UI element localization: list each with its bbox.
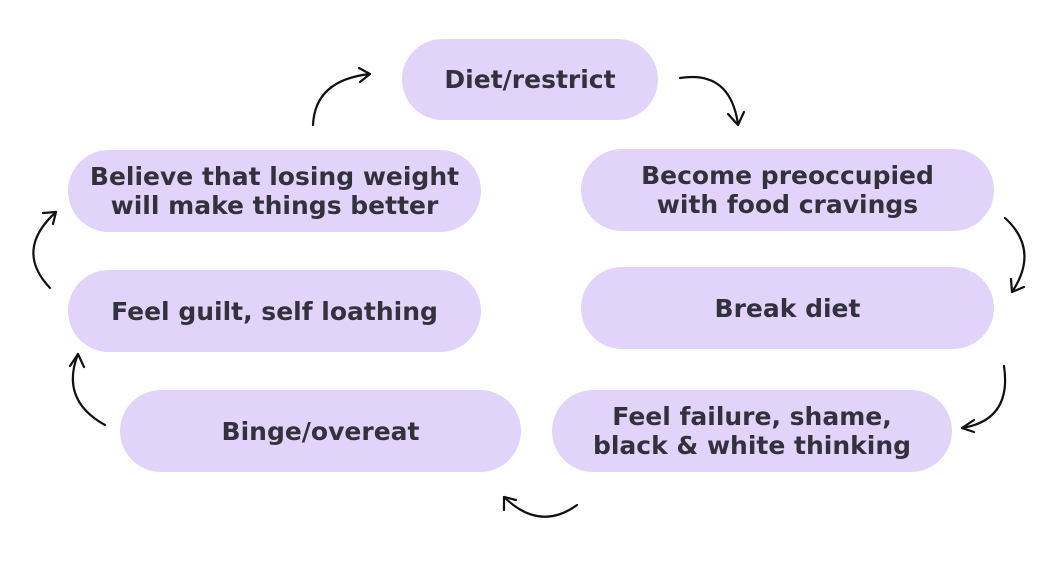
arrow-failure-to-binge bbox=[502, 495, 579, 518]
node-feel-failure-line-1: Feel failure, shame, bbox=[612, 402, 892, 431]
node-become-preoccupied-line-2: with food cravings bbox=[656, 190, 919, 219]
node-binge-overeat-line-1: Binge/overeat bbox=[221, 416, 420, 446]
node-diet-restrict-line-1: Diet/restrict bbox=[444, 65, 616, 94]
node-become-preoccupied-line-1: Become preoccupied bbox=[641, 161, 934, 190]
arrow-binge-to-guilt bbox=[68, 352, 107, 427]
node-binge-overeat: Binge/overeat bbox=[120, 390, 521, 472]
node-diet-restrict: Diet/restrict bbox=[402, 39, 658, 120]
node-feel-failure-line-2: black & white thinking bbox=[592, 431, 912, 460]
arrow-preoccupied-to-break bbox=[1003, 216, 1026, 294]
node-feel-guilt-line-1: Feel guilt, self loathing bbox=[111, 296, 438, 326]
node-believe-losing-weight-line-2: will make things better bbox=[110, 191, 439, 220]
arrow-guilt-to-believe bbox=[32, 210, 58, 290]
node-feel-failure: Feel failure, shame, black & white think… bbox=[552, 390, 952, 472]
arrow-break-to-failure bbox=[960, 364, 1007, 434]
node-feel-guilt: Feel guilt, self loathing bbox=[68, 270, 481, 352]
node-believe-losing-weight: Believe that losing weight will make thi… bbox=[68, 150, 481, 232]
node-believe-losing-weight-line-1: Believe that losing weight bbox=[89, 162, 460, 191]
arrow-diet-to-preoccupied bbox=[678, 75, 746, 127]
node-become-preoccupied: Become preoccupied with food cravings bbox=[581, 149, 994, 231]
node-break-diet-line-1: Break diet bbox=[714, 293, 861, 323]
node-break-diet: Break diet bbox=[581, 267, 994, 349]
arrow-believe-to-diet bbox=[311, 66, 372, 127]
